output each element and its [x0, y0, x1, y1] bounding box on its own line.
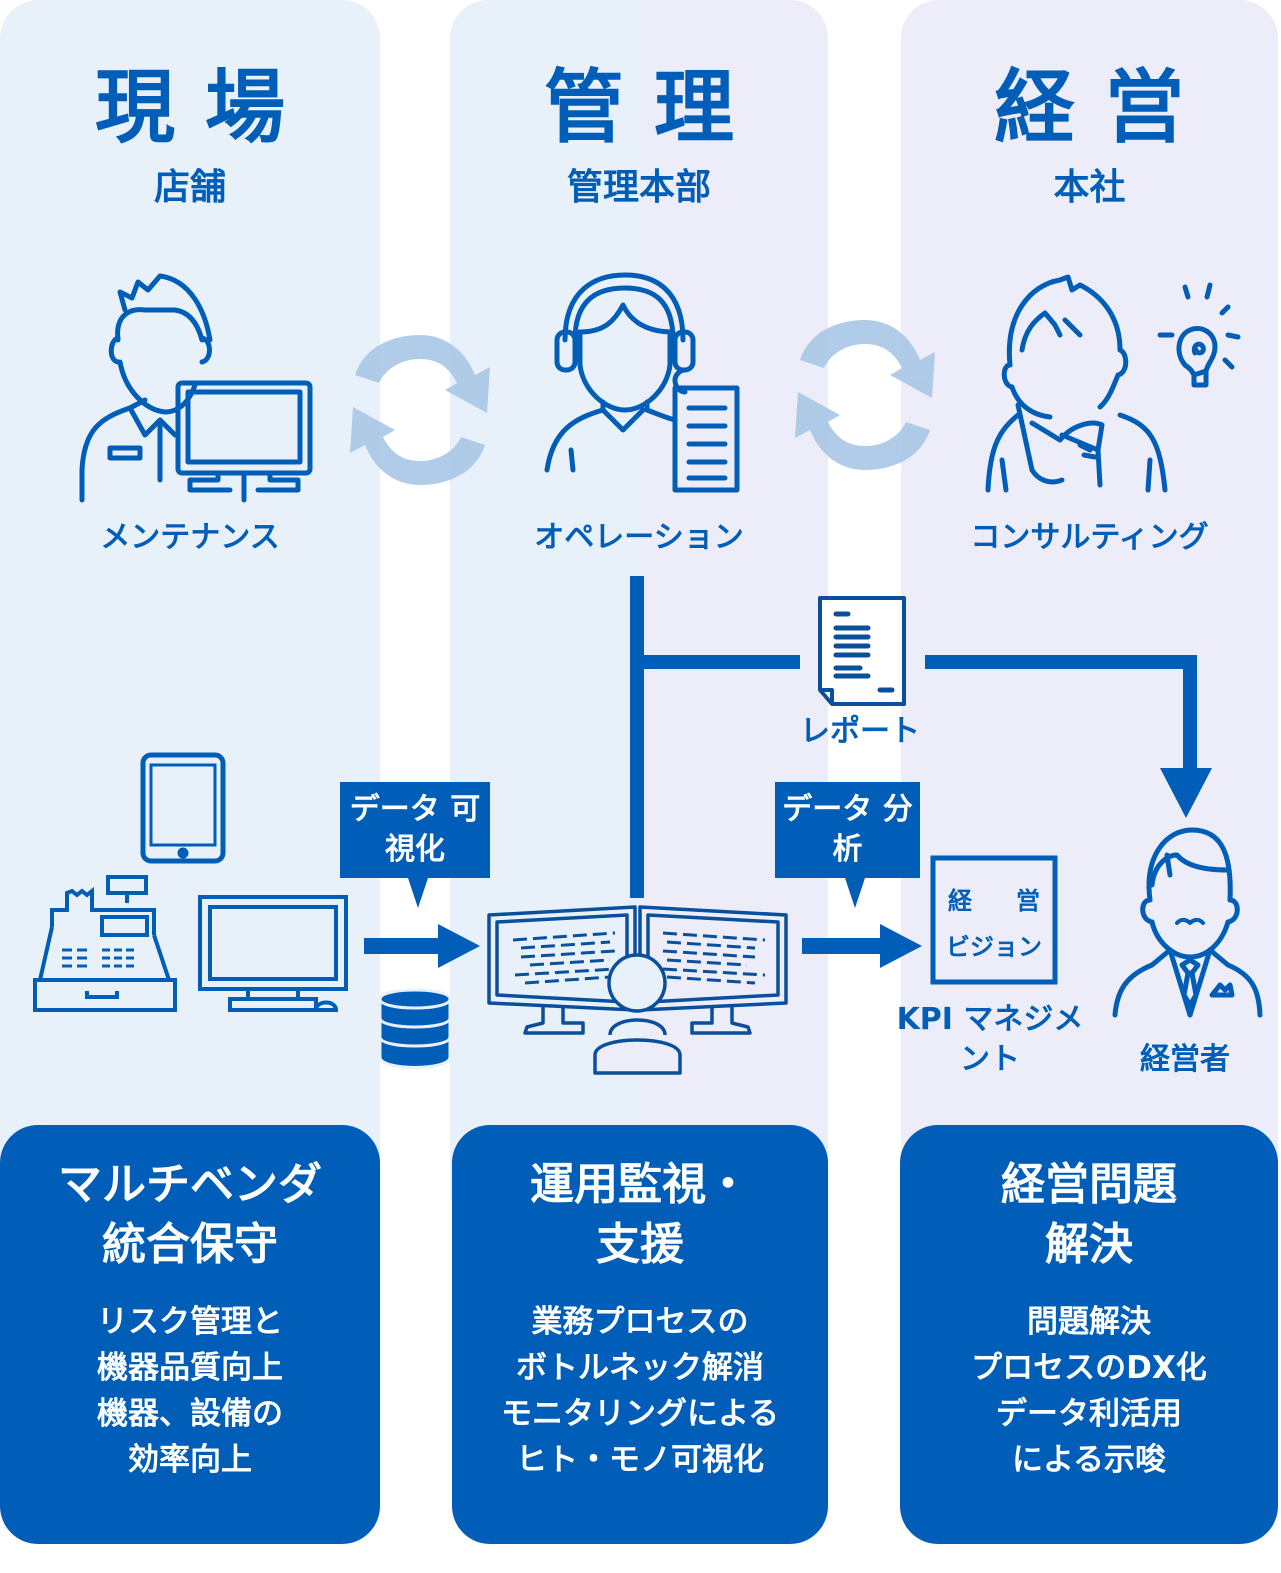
data-visualization-callout: データ 可視化 — [340, 782, 490, 908]
management-vision-board-icon — [930, 855, 1058, 985]
card-title: 運用監視・ 支援 — [452, 1155, 828, 1275]
operator-with-headset-icon — [544, 272, 740, 493]
data-analysis-callout: データ 分析 — [775, 782, 920, 908]
card-description: リスク管理と 機器品質向上 機器、設備の 効率向上 — [0, 1299, 380, 1483]
arrow-visualize-shaft — [364, 938, 439, 954]
card-title-line: 解決 — [1045, 1219, 1133, 1270]
vision-board-line: ビジョン — [946, 933, 1042, 961]
kpi-label-line: KPI — [896, 1002, 953, 1037]
card-title: 経営問題 解決 — [900, 1155, 1278, 1275]
role-label: オペレーション — [534, 520, 744, 555]
card-desc-line: プロセスのDX化 — [971, 1350, 1207, 1386]
vision-board-text: 経 営 ビジョン — [935, 878, 1053, 970]
executive-label: 経営者 — [1140, 1042, 1230, 1077]
column-subtitle: 店舗 — [153, 167, 226, 208]
card-title-line: マルチベンダ — [58, 1159, 322, 1210]
column-title: 管理 — [544, 61, 764, 154]
column-header-genba: 現場 店舗 — [0, 68, 380, 206]
database-icon — [378, 988, 452, 1069]
column-subtitle: 管理本部 — [566, 167, 711, 208]
service-card-operation-support: 運用監視・ 支援 業務プロセスの ボトルネック解消 モニタリングによる ヒト・モ… — [452, 1125, 828, 1544]
technician-with-monitor-icon — [79, 273, 313, 503]
tablet-icon — [140, 752, 226, 864]
vertical-connector-line — [630, 576, 644, 898]
card-description: 業務プロセスの ボトルネック解消 モニタリングによる ヒト・モノ可視化 — [452, 1299, 828, 1483]
card-desc-line: 機器、設備の — [97, 1396, 283, 1432]
column-subtitle: 本社 — [1053, 167, 1126, 208]
column-header-kanri: 管理 管理本部 — [450, 68, 828, 206]
kpi-management-label: KPI マネジメント — [885, 1000, 1095, 1080]
callout-line: 可視化 — [385, 792, 481, 867]
card-desc-line: 機器品質向上 — [97, 1350, 283, 1386]
callout-line: データ — [782, 792, 873, 827]
arrow-analyze-head — [880, 924, 922, 968]
service-card-management-solution: 経営問題 解決 問題解決 プロセスのDX化 データ利活用 による示唆 — [900, 1125, 1278, 1544]
callout-line: データ — [349, 792, 440, 827]
card-desc-line: ボトルネック解消 — [516, 1350, 764, 1386]
vision-board-char: 営 — [1016, 887, 1040, 915]
card-title-line: 統合保守 — [102, 1219, 278, 1270]
card-title-line: 支援 — [596, 1219, 684, 1270]
card-desc-line: データ利活用 — [996, 1396, 1182, 1432]
desktop-computer-icon — [198, 895, 348, 1012]
card-title-line: 運用監視・ — [530, 1159, 750, 1210]
column-header-keiei: 経営 本社 — [901, 68, 1278, 206]
arrow-analyze-shaft — [802, 938, 882, 954]
role-label: メンテナンス — [100, 520, 280, 555]
role-label: コンサルティング — [970, 520, 1209, 555]
cycle-arrows-icon — [795, 320, 935, 470]
card-desc-line: 効率向上 — [128, 1442, 252, 1478]
consultant-with-lightbulb-icon — [985, 274, 1241, 493]
connector-from-report — [925, 655, 1197, 669]
card-desc-line: ヒト・モノ可視化 — [516, 1442, 764, 1478]
card-desc-line: 問題解決 — [1027, 1304, 1151, 1340]
card-desc-line: による示唆 — [1011, 1442, 1167, 1478]
column-title: 現場 — [95, 61, 315, 154]
cash-register-icon — [33, 875, 177, 1012]
column-keiei-background — [901, 0, 1278, 1200]
arrow-to-executive — [1160, 768, 1212, 818]
connector-to-report — [644, 655, 800, 669]
report-document-icon — [818, 596, 906, 706]
card-description: 問題解決 プロセスのDX化 データ利活用 による示唆 — [900, 1299, 1278, 1483]
executive-person-icon — [1112, 827, 1263, 1018]
kpi-label-line: マネジメント — [960, 1002, 1084, 1077]
card-title-line: 経営問題 — [1001, 1159, 1177, 1210]
callout-line: 分析 — [832, 792, 913, 867]
column-title: 経営 — [994, 61, 1215, 154]
report-flow-connector — [364, 576, 1212, 968]
report-label: レポート — [800, 714, 920, 749]
card-desc-line: 業務プロセスの — [531, 1304, 749, 1340]
card-desc-line: リスク管理と — [97, 1304, 283, 1340]
card-desc-line: モニタリングによる — [500, 1396, 780, 1432]
arrow-visualize-head — [438, 924, 480, 968]
monitoring-dual-screen-icon — [487, 905, 788, 1075]
connector-down — [1183, 655, 1197, 773]
card-title: マルチベンダ 統合保守 — [0, 1155, 380, 1275]
vision-board-char: 経 — [948, 887, 972, 915]
service-card-multivendor: マルチベンダ 統合保守 リスク管理と 機器品質向上 機器、設備の 効率向上 — [0, 1125, 380, 1544]
cycle-arrows-icon — [350, 335, 490, 485]
